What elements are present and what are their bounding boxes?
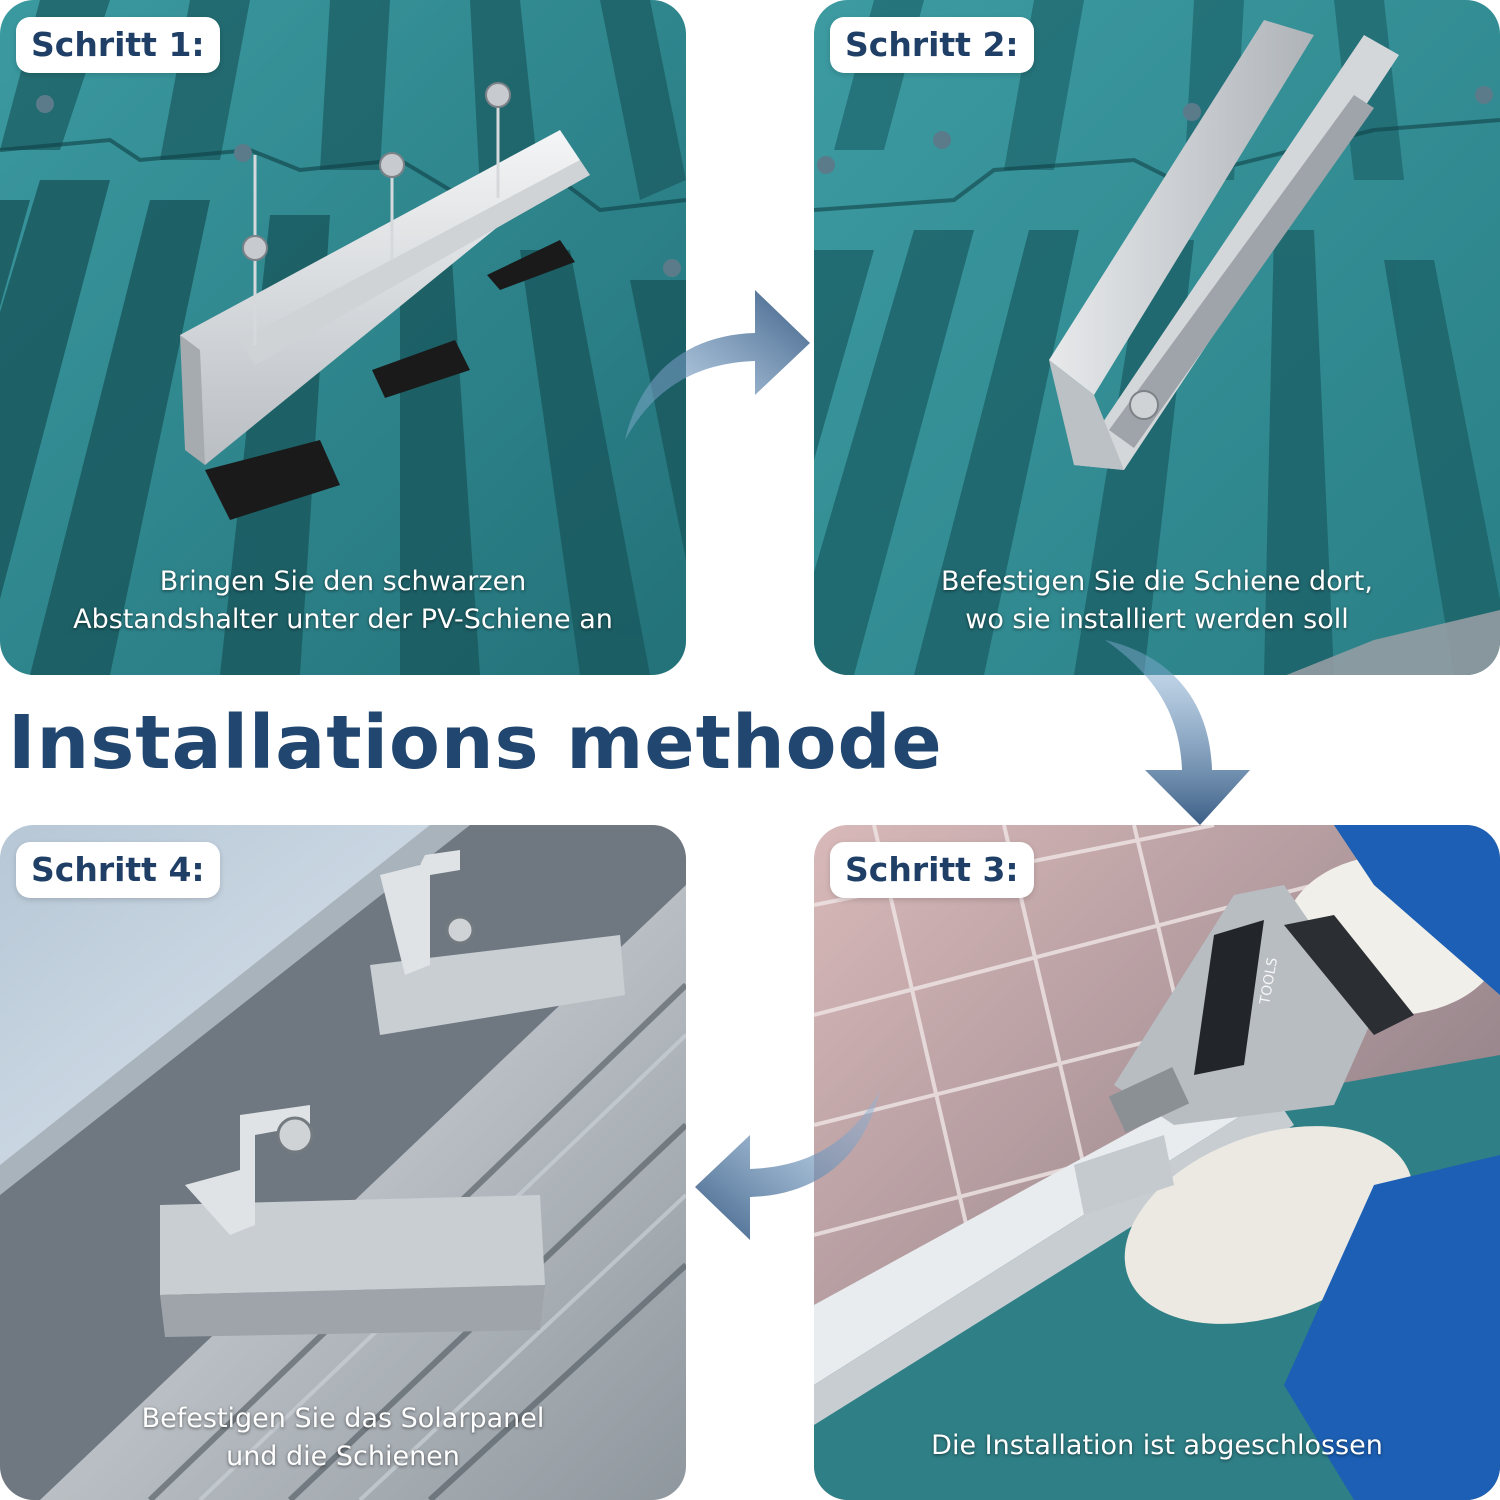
step-3-photo: TOOLS <box>814 825 1500 1500</box>
step-1-caption-line-2: Abstandshalter unter der PV-Schiene an <box>73 604 613 635</box>
step-1-caption-line-1: Bringen Sie den schwarzen <box>159 566 527 597</box>
step-3-caption-line-1: Die Installation ist abgeschlossen <box>931 1430 1383 1461</box>
step-4-caption-line-2: und die Schienen <box>226 1441 460 1472</box>
step-2-badge: Schritt 2: <box>830 17 1034 73</box>
step-2-photo <box>814 0 1500 675</box>
step-4-badge: Schritt 4: <box>16 842 220 898</box>
step-2-caption-line-2: wo sie installiert werden soll <box>965 604 1349 635</box>
step-3-caption: Die Installation ist abgeschlossen <box>814 1427 1500 1465</box>
step-2-caption-line-1: Befestigen Sie die Schiene dort, <box>941 566 1373 597</box>
curved-arrow-down-icon <box>1105 640 1250 825</box>
step-4-caption: Befestigen Sie das Solarpanel und die Sc… <box>0 1400 686 1476</box>
step-1-panel: Schritt 1: Bringen Sie den schwarzen Abs… <box>0 0 686 675</box>
step-4-photo <box>0 825 686 1500</box>
step-3-panel: TOOLS Schritt 3: Die Installation ist ab… <box>814 825 1500 1500</box>
step-2-caption: Befestigen Sie die Schiene dort, wo sie … <box>814 563 1500 639</box>
page-title: Installations methode <box>8 700 943 786</box>
step-1-badge: Schritt 1: <box>16 17 220 73</box>
step-4-caption-line-1: Befestigen Sie das Solarpanel <box>141 1403 545 1434</box>
curved-arrow-right-icon <box>625 290 810 440</box>
step-2-panel: Schritt 2: Befestigen Sie die Schiene do… <box>814 0 1500 675</box>
step-4-panel: Schritt 4: Befestigen Sie das Solarpanel… <box>0 825 686 1500</box>
step-1-caption: Bringen Sie den schwarzen Abstandshalter… <box>0 563 686 639</box>
step-3-badge: Schritt 3: <box>830 842 1034 898</box>
curved-arrow-left-icon <box>695 1090 880 1240</box>
